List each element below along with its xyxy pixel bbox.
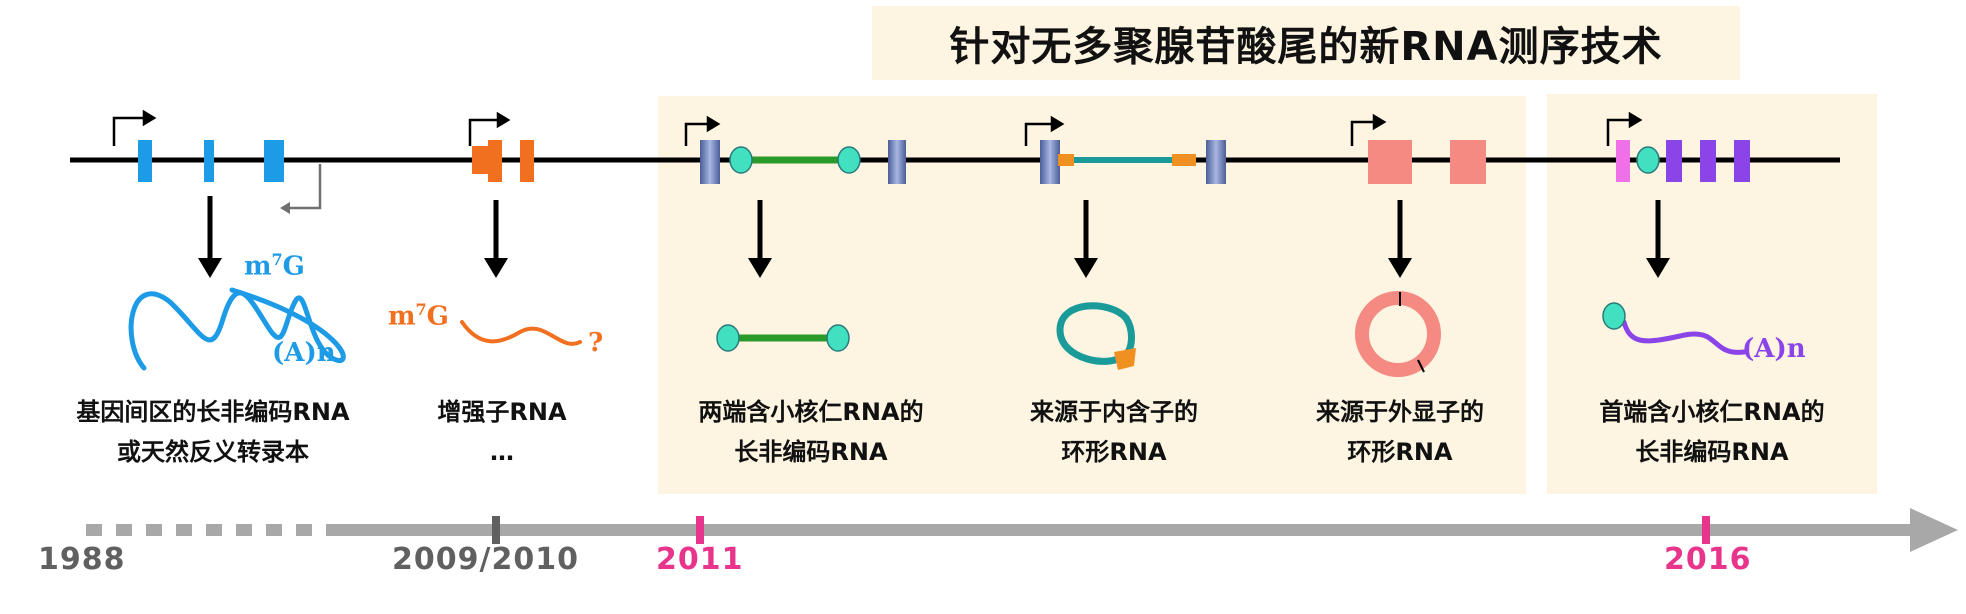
enhancer-exon-1 (488, 140, 502, 182)
caption-cirna-line2: 环形RNA (1061, 438, 1167, 466)
exon-pink (1616, 140, 1630, 182)
spa-lncrna-locus (1616, 140, 1750, 182)
tick-2016 (1702, 516, 1710, 544)
exon-salmon-1 (1368, 140, 1412, 184)
year-2016: 2016 (1664, 542, 1752, 577)
ci-branch-left (1058, 154, 1074, 166)
caption-spa-line1: 首端含小核仁RNA的 (1599, 398, 1825, 426)
enhancer-cap-label: m7G (388, 300, 449, 332)
spa-polya-label: (A)n (1742, 334, 1806, 364)
promoter-arrowhead-4 (1050, 115, 1065, 133)
snorna-left (729, 146, 753, 174)
lincrna-exons (138, 140, 284, 182)
caption-sno-lncrna-line1: 两端含小核仁RNA的 (698, 398, 924, 426)
transcription-arrows (198, 196, 1670, 278)
timeline-arrowhead (1910, 508, 1958, 552)
promoter-arrow-1 (112, 116, 150, 146)
promoter-arrow-2 (468, 118, 504, 146)
spa-lncrna-product (1602, 302, 1747, 355)
caption-lincrna-line2: 或天然反义转录本 (116, 438, 309, 466)
year-2009-2010: 2009/2010 (392, 542, 579, 577)
caption-ecircrna: 来源于外显子的 环形RNA (1316, 392, 1484, 472)
timeline (86, 508, 1958, 552)
promoter-arrow-4 (1024, 122, 1058, 146)
enhancer-exon-2 (520, 140, 534, 182)
promoter-arrow-5 (1350, 120, 1380, 146)
caption-ecircrna-line1: 来源于外显子的 (1316, 398, 1484, 426)
exon-purple-2 (1700, 140, 1716, 182)
exon-blue-1 (138, 140, 152, 182)
caption-spa-lncrna: 首端含小核仁RNA的 长非编码RNA (1599, 392, 1824, 472)
title-banner: 针对无多聚腺苷酸尾的新RNA测序技术 (872, 6, 1740, 80)
promoter-arrowhead-3 (706, 115, 721, 133)
exon-blue-3 (264, 140, 284, 182)
caption-cirna-line1: 来源于内含子的 (1030, 398, 1198, 426)
exon-slate-1 (700, 140, 720, 184)
sno-lncrna-locus (700, 140, 906, 184)
caption-enhancer-rna: 增强子RNA … (437, 392, 566, 472)
exon-blue-2 (204, 140, 214, 182)
enhancer-rna-marks (472, 140, 534, 182)
promoter-arrow-6 (1606, 118, 1636, 146)
ci-branch-right (1172, 154, 1196, 166)
caption-spa-line2: 长非编码RNA (1635, 438, 1789, 466)
ecircRNA-product (1355, 291, 1441, 377)
exon-slate-3 (1040, 140, 1060, 184)
promoter-arrowhead-1 (142, 109, 157, 127)
exon-salmon-2 (1450, 140, 1486, 184)
tick-2009 (492, 516, 500, 544)
sno-lncrna-product (716, 324, 850, 352)
promoter-arrowhead-6 (1628, 111, 1643, 129)
lincrna-cap-label: m7G (244, 250, 305, 282)
promoter-arrow-3 (684, 122, 714, 146)
year-2011: 2011 (656, 542, 744, 577)
caption-ecircrna-line2: 环形RNA (1347, 438, 1453, 466)
exon-purple-3 (1734, 140, 1750, 182)
lincrna-transcript (128, 287, 346, 371)
caption-lincrna: 基因间区的长非编码RNA 或天然反义转录本 (76, 392, 349, 472)
promoter-arrowhead-2 (496, 111, 511, 129)
exon-purple-1 (1666, 140, 1682, 182)
snorna-right (837, 146, 861, 174)
lincrna-polya-label: (A)n (272, 338, 336, 368)
figure-title: 针对无多聚腺苷酸尾的新RNA测序技术 (949, 24, 1663, 70)
snorna-5prime (1636, 146, 1660, 174)
exon-slate-2 (888, 140, 906, 184)
ciRNA-product (1056, 302, 1136, 370)
antisense-arrow (284, 164, 322, 210)
ciRNA-locus (1040, 140, 1226, 184)
exon-slate-4 (1206, 140, 1226, 184)
year-1988: 1988 (38, 542, 126, 577)
antisense-arrowhead (280, 202, 290, 214)
promoter-arrowhead-5 (1372, 113, 1387, 131)
caption-lincrna-line1: 基因间区的长非编码RNA (76, 398, 350, 426)
caption-sno-lncrna-line2: 长非编码RNA (734, 438, 888, 466)
enhancer-rna-transcript (460, 320, 582, 346)
caption-enhancer-line2: … (489, 438, 514, 466)
caption-cirna: 来源于内含子的 环形RNA (1030, 392, 1198, 472)
caption-enhancer-line1: 增强子RNA (437, 398, 567, 426)
tick-2011 (696, 516, 704, 544)
enhancer-unknown-label: ? (588, 328, 604, 358)
caption-sno-lncrna: 两端含小核仁RNA的 长非编码RNA (698, 392, 923, 472)
promoter-arrows (112, 109, 1643, 146)
ecircRNA-locus (1368, 140, 1486, 184)
